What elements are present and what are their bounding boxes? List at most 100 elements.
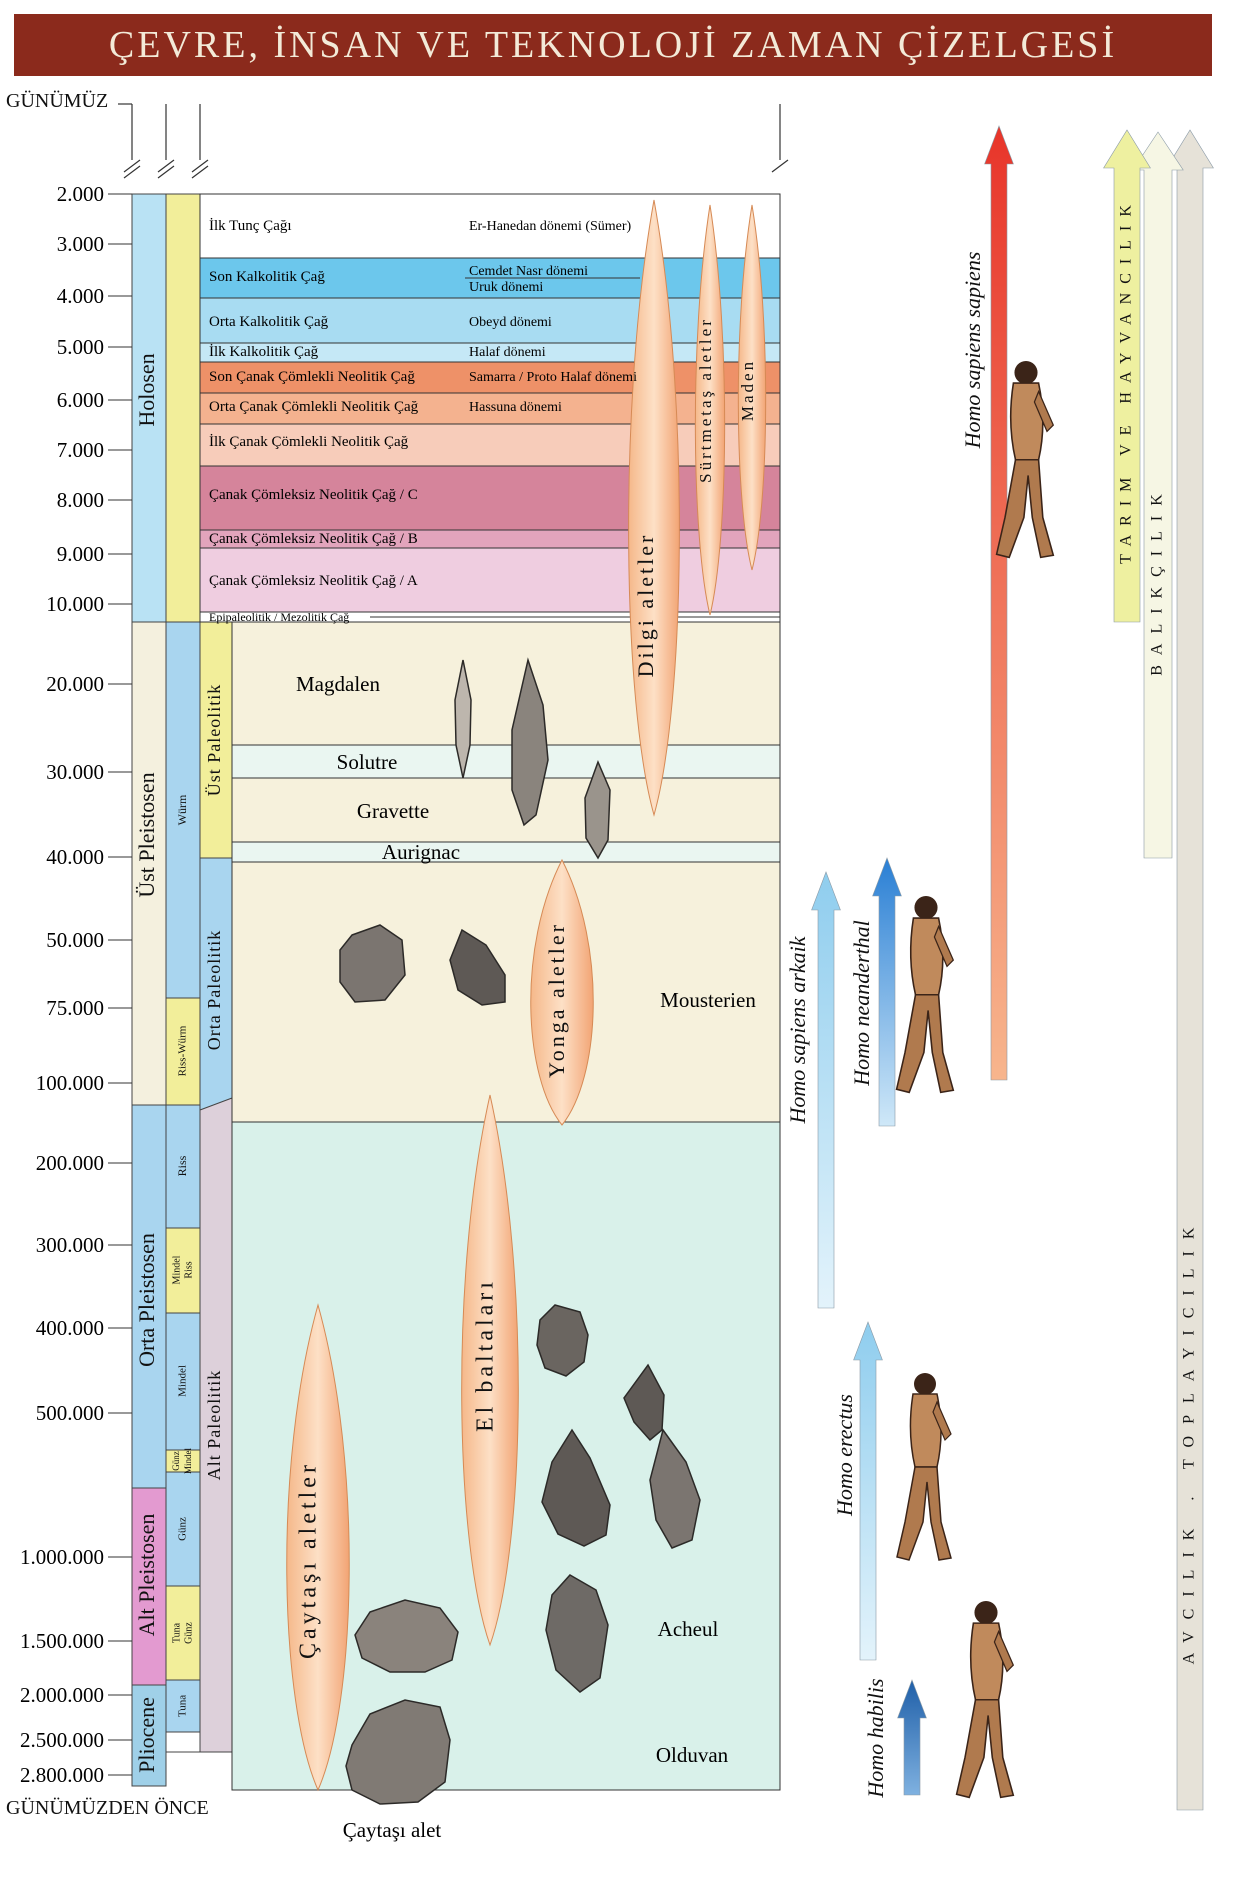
epoch-label: Holosen: [134, 353, 159, 426]
subsistence-label: BALIKÇILIK: [1149, 484, 1166, 676]
glacial-label: Günz: [177, 1517, 189, 1541]
mousterian-point: [449, 928, 506, 1006]
glacial-band: [165, 1312, 201, 1451]
tick-label: 2.800.000: [20, 1763, 104, 1787]
homo-sapiens-sapiens-figure: [995, 361, 1055, 559]
tick-label: 100.000: [36, 1071, 104, 1095]
axis-break-mark: [123, 165, 141, 179]
tick-label: 9.000: [57, 542, 104, 566]
holocene-culture-label: Er-Hanedan dönemi (Sümer): [469, 219, 632, 234]
axis-break-mark: [771, 159, 789, 173]
tool-lens: [694, 204, 726, 616]
epoch-band: [131, 1104, 167, 1489]
holocene-period-label: Orta Çanak Çömlekli Neolitik Çağ: [209, 399, 419, 415]
paleolithic-band: [199, 857, 233, 1111]
figure-head: [914, 1373, 936, 1395]
tick-label: 30.000: [46, 760, 104, 784]
holocene-band: [199, 547, 781, 613]
glacial-band: [165, 1471, 201, 1587]
hominin-label: Homo erectus: [832, 1394, 857, 1517]
tick-label: 1.000.000: [20, 1545, 104, 1569]
holocene-period-label: Son Kalkolitik Çağ: [209, 269, 325, 285]
hand-axe: [649, 1428, 701, 1549]
hominin-label: Homo neanderthal: [849, 920, 874, 1087]
holocene-culture-label: Obeyd dönemi: [469, 315, 552, 330]
holocene-band: [199, 465, 781, 531]
tick-label: 200.000: [36, 1151, 104, 1175]
holocene-period-label: Çanak Çömleksiz Neolitik Çağ / C: [209, 487, 418, 503]
tick-label: 4.000: [57, 284, 104, 308]
subsistence-label: AVCILIK . TOPLAYICILIK: [1181, 1216, 1198, 1665]
figure-head: [1014, 361, 1038, 385]
holocene-period-label: Orta Kalkolitik Çağ: [209, 314, 329, 330]
holocene-period-label: Epipaleolitik / Mezolitik Çağ: [209, 610, 349, 624]
tool-label: Dilgi aletler: [633, 533, 658, 678]
tick-label: 40.000: [46, 845, 104, 869]
fishing-arrow: [1132, 131, 1184, 859]
homo-neanderthal-arrow: [872, 857, 902, 1127]
holocene-band: [199, 193, 781, 259]
glacial-label: Tuna: [171, 1622, 182, 1643]
tool-label: Sürtmetaş aletler: [696, 317, 715, 483]
tick-label: 7.000: [57, 438, 104, 462]
pebble-tool-caption: Çaytaşı alet: [343, 1818, 442, 1842]
holocene-period-label: Son Çanak Çömlekli Neolitik Çağ: [209, 369, 415, 385]
glacial-label: Würm: [175, 794, 189, 825]
figure-arm: [1033, 389, 1055, 433]
axis-break-mark: [191, 159, 209, 173]
homo-neanderthal-figure: [895, 896, 955, 1094]
axis-top-label: GÜNÜMÜZ: [6, 90, 109, 112]
tick-label: 2.500.000: [20, 1728, 104, 1752]
holocene-culture-label: Hassuna dönemi: [469, 400, 562, 415]
tick-label: 75.000: [46, 996, 104, 1020]
culture-label: Gravette: [357, 799, 429, 823]
epoch-label: Orta Pleistosen: [134, 1233, 159, 1367]
paleolithic-label: Orta Paleolitik: [204, 930, 224, 1050]
tick-label: 3.000: [57, 232, 104, 256]
figure-legs: [955, 1698, 1015, 1799]
homo-habilis-figure: [955, 1601, 1015, 1799]
figure-legs: [995, 458, 1055, 559]
glacial-label: Mindel: [171, 1255, 182, 1284]
tick-label: 50.000: [46, 928, 104, 952]
tick-label: 400.000: [36, 1316, 104, 1340]
axis-bottom-label: GÜNÜMÜZDEN ÖNCE: [6, 1797, 209, 1819]
culture-label: Acheul: [658, 1617, 719, 1641]
tool-lens: [286, 1303, 350, 1792]
tool-label: Çaytaşı aletler: [296, 1461, 322, 1659]
hominin-label: Homo habilis: [863, 1678, 888, 1798]
tool-label: Maden: [738, 359, 757, 421]
homo-sapiens-arkaik-arrow: [811, 871, 841, 1309]
homo-sapiens-sapiens-arrow: [984, 125, 1014, 1081]
holocene-period-label: Çanak Çömleksiz Neolitik Çağ / B: [209, 531, 418, 547]
epoch-band: [131, 1487, 167, 1686]
holocene-band: [199, 423, 781, 467]
holocene-period-label: İlk Kalkolitik Çağ: [209, 344, 319, 360]
culture-band: [231, 744, 781, 779]
holocene-band: [199, 361, 781, 394]
axis-break-mark: [123, 159, 141, 173]
holocene-culture-label: Cemdet Nasr dönemi: [469, 264, 588, 279]
glacial-band: [165, 193, 201, 623]
paleolithic-label: Üst Paleolitik: [204, 684, 224, 797]
tick-label: 20.000: [46, 672, 104, 696]
glacial-label: Günz: [171, 1451, 181, 1471]
culture-label: Solutre: [337, 750, 398, 774]
cleaver: [545, 1574, 609, 1693]
figure-arm: [933, 924, 955, 968]
point-tool: [584, 759, 611, 860]
tick-label: 2.000.000: [20, 1683, 104, 1707]
glacial-band: [165, 1679, 201, 1733]
glacial-band: [165, 1731, 201, 1753]
homo-erectus-figure: [896, 1373, 952, 1561]
culture-band: [231, 841, 781, 863]
pebble-tool: [354, 1599, 459, 1673]
pebble-tool: [345, 1699, 451, 1805]
glacial-label: Mindel: [177, 1365, 189, 1397]
axis-break-mark: [157, 159, 175, 173]
figure-head: [914, 896, 938, 920]
axis-break-mark: [191, 165, 209, 179]
figure-head: [974, 1601, 998, 1625]
glacial-band: [165, 1104, 201, 1229]
